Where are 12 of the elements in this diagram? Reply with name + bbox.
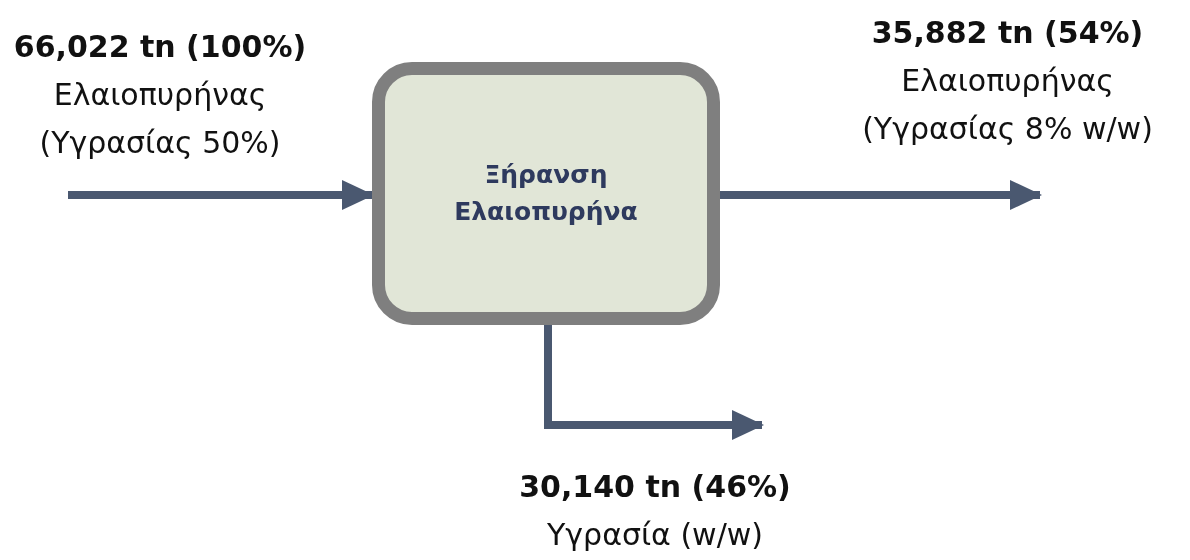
moisture-note: (Υγρασίας 50%) bbox=[39, 124, 281, 162]
moisture-note: (Υγρασίας 8% w/w) bbox=[862, 110, 1153, 148]
process-label: Ξήρανση Ελαιοπυρήνα bbox=[453, 159, 639, 228]
flow-arrow bbox=[544, 325, 764, 440]
stream-name: Ελαιοπυρήνας bbox=[901, 62, 1114, 100]
mass-flow-value: 66,022 tn (100%) bbox=[13, 28, 307, 66]
stream-name: Υγρασία (w/w) bbox=[547, 516, 763, 554]
mass-flow-value: 35,882 tn (54%) bbox=[871, 14, 1144, 52]
flow-arrow bbox=[720, 180, 1042, 210]
stream-name: Ελαιοπυρήνας bbox=[53, 76, 267, 114]
process-box bbox=[372, 62, 720, 325]
mass-flow-value: 30,140 tn (46%) bbox=[519, 468, 791, 506]
